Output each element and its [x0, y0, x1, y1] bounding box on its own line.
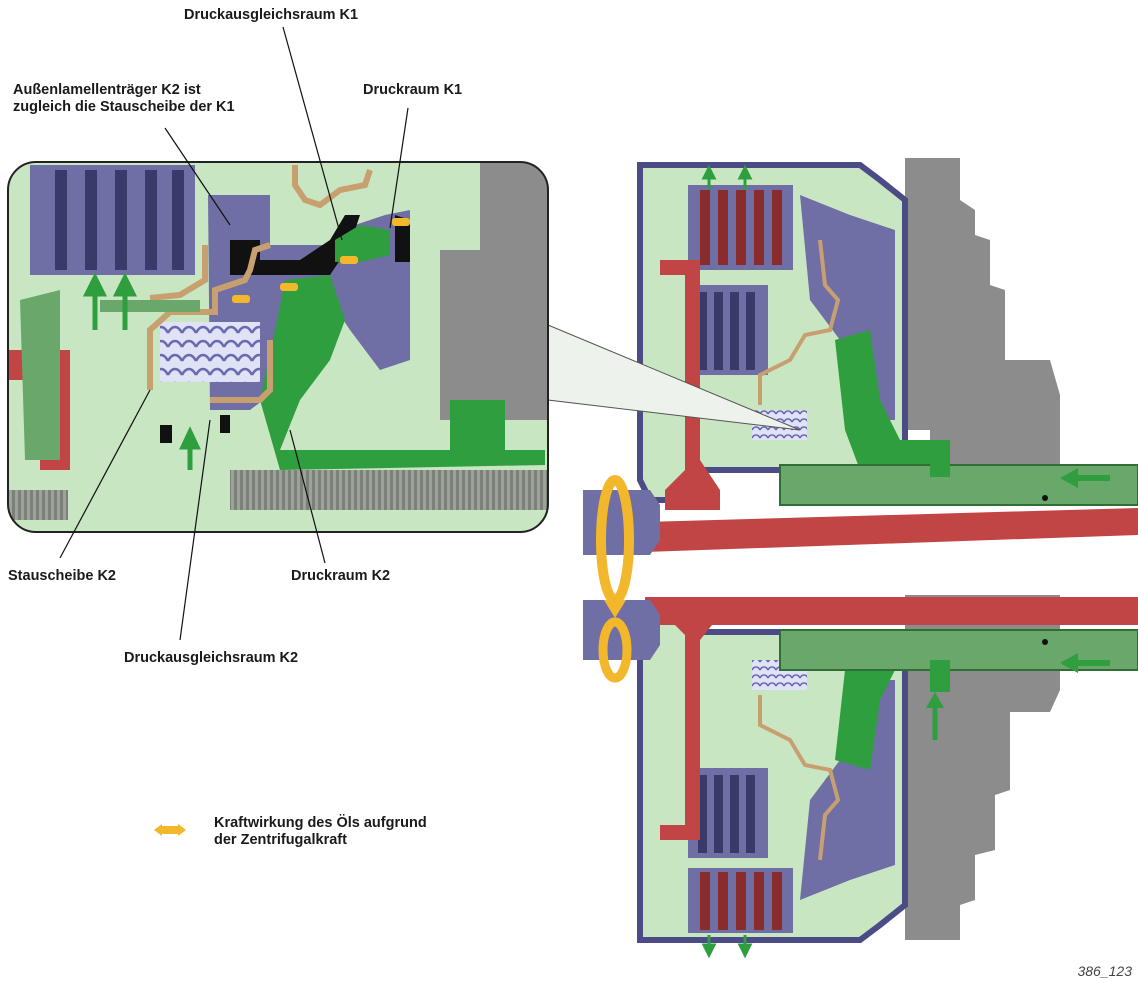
flow-arrows-inset — [82, 272, 201, 470]
rotation-arrow-icon — [596, 475, 634, 683]
spring — [160, 322, 260, 382]
oil-guide-bottom — [758, 695, 841, 861]
plate-arrows — [701, 164, 753, 959]
legend-line2: der Zentrifugalkraft — [214, 832, 347, 848]
label-aussenlamellentraeger-line1: Außenlamellenträger K2 ist — [13, 82, 201, 98]
pressure-chamber-k2-top — [835, 330, 950, 470]
plate-pack-k1-top — [688, 185, 793, 270]
figure-number: 386_123 — [1077, 963, 1132, 979]
full-cross-section — [547, 158, 1138, 959]
red-hub-bottom — [660, 598, 720, 840]
plate-pack-k2-top — [688, 285, 768, 375]
label-druckausgleichsraum-k1: Druckausgleichsraum K1 — [184, 7, 359, 23]
double-arrow-icon — [154, 824, 186, 836]
shaft-top — [645, 508, 1138, 552]
magnified-inset — [7, 161, 549, 533]
oil-guide-top — [758, 239, 841, 405]
legend-line1: Kraftwirkung des Öls aufgrund — [214, 815, 427, 831]
housing — [905, 158, 1060, 470]
pressure-chamber-k1 — [335, 225, 390, 262]
stauscheibe-k2-outline — [147, 242, 271, 390]
flow-arrow-up — [926, 692, 944, 740]
label-aussenlamellentraeger-line2: zugleich die Stauscheibe der K1 — [13, 99, 235, 115]
label-druckraum-k1: Druckraum K1 — [363, 82, 463, 98]
plate-pack-k2-bottom — [688, 768, 768, 858]
pressure-chamber-k2 — [260, 275, 545, 470]
label-druckraum-k2: Druckraum K2 — [291, 568, 391, 584]
label-stauscheibe-k2: Stauscheibe K2 — [8, 568, 116, 584]
flow-arrow-top — [1060, 468, 1110, 488]
centrifugal-arrows — [232, 218, 410, 303]
label-druckausgleichsraum-k2: Druckausgleichsraum K2 — [124, 650, 299, 666]
leader-lines — [59, 26, 409, 641]
flow-arrow-bottom — [1060, 653, 1110, 673]
plate-pack-k1-bottom — [688, 868, 793, 933]
oil-channel-top — [779, 464, 1138, 506]
shaft-bottom — [645, 597, 1138, 625]
